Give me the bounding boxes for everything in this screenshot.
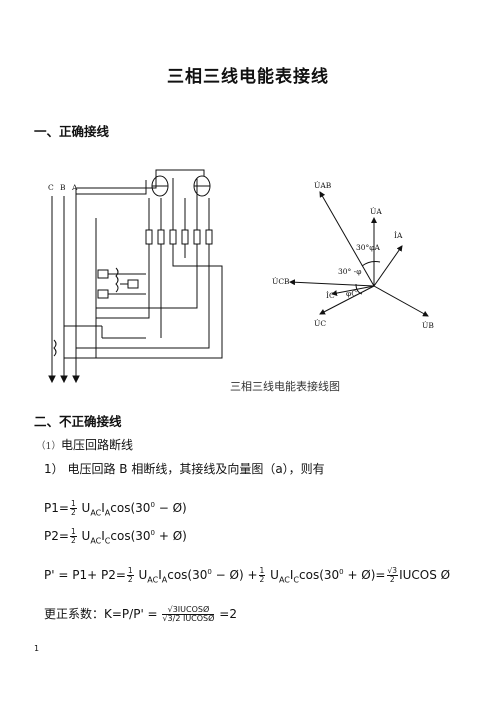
label-ucb: U̇CB (272, 277, 290, 286)
label-ua: U̇A (370, 207, 382, 216)
phase-label-a: A (71, 183, 78, 192)
sub-marker: （1） (36, 441, 62, 452)
correction-fraction: √3IUCOSØ√3/2 IUCOSØ (162, 605, 215, 623)
section-heading-incorrect: 二、不正确接线 (34, 414, 122, 429)
item-text: 电压回路 B 相断线，其接线及向量图（a），则有 (67, 462, 325, 476)
label-30-phia: 30°φA (356, 243, 381, 252)
label-phic: φC (346, 289, 357, 298)
correction-coefficient: 更正系数：K=P/P' = √3IUCOSØ√3/2 IUCOSØ =2 (44, 605, 237, 623)
item-1: 1） 电压回路 B 相断线，其接线及向量图（a），则有 (44, 460, 325, 477)
correction-result: =2 (219, 607, 237, 621)
label-ub: U̇B (422, 321, 434, 330)
section-heading-correct: 一、正确接线 (34, 124, 110, 139)
vector-diagram: U̇AB U̇A İA 30°φA 30° -φ U̇CB İC φC U̇C … (272, 181, 434, 330)
vector-ia (373, 245, 403, 287)
page-title: 三相三线电能表接线 (167, 67, 329, 87)
wiring-diagram: C B A (48, 169, 223, 384)
phase-label-b: B (60, 183, 66, 192)
label-ia: İA (394, 231, 403, 240)
label-ic: İC (326, 291, 335, 300)
vector-uab (319, 191, 375, 287)
label-30-minus-phi: 30° -φ (338, 267, 361, 276)
item-marker: 1） (44, 462, 64, 476)
sub-heading-text: 电压回路断线 (61, 438, 134, 452)
sub-heading: （1）电压回路断线 (36, 436, 133, 453)
vector-ub (373, 285, 429, 317)
phase-label-c: C (48, 183, 54, 192)
figure-caption: 三相三线电能表接线图 (230, 380, 340, 393)
vector-ic (331, 285, 375, 297)
p2-lhs: P2= (44, 529, 69, 543)
label-uab: U̇AB (314, 181, 332, 190)
correction-label: 更正系数：K=P/P' = (44, 607, 158, 621)
page-number: 1 (34, 644, 40, 653)
vector-uc (319, 285, 375, 315)
vector-ucb (289, 279, 375, 287)
p1-lhs: P1= (44, 501, 69, 515)
label-uc: U̇C (314, 319, 326, 328)
